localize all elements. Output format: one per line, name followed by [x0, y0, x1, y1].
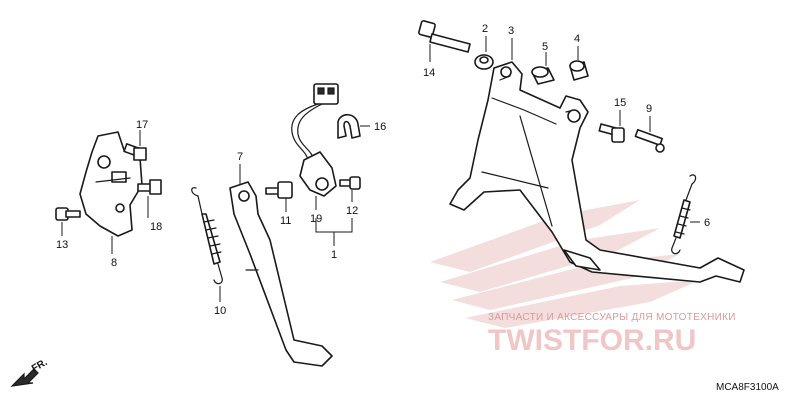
- label-10: 10: [214, 305, 226, 317]
- part-18-bolt: [137, 179, 162, 195]
- label-16: 16: [374, 121, 386, 133]
- label-11: 11: [280, 215, 291, 227]
- part-10-spring: [191, 187, 223, 285]
- part-3-main-stand: [449, 61, 745, 283]
- part-9-pin: [634, 128, 665, 153]
- part-13-bolt: [55, 207, 81, 221]
- label-17: 17: [136, 119, 148, 131]
- part-14-bolt: [418, 20, 471, 53]
- leader-lines: [61, 36, 700, 302]
- label-2: 2: [482, 23, 488, 35]
- label-15: 15: [614, 97, 626, 109]
- part-19-switch-assembly: [291, 83, 339, 197]
- part-5-bushing: [531, 66, 555, 85]
- label-8: 8: [111, 257, 117, 269]
- part-15-bolt: [598, 123, 625, 143]
- watermark-logo: TWISTFOR.RU: [488, 324, 696, 357]
- part-8-bracket: [79, 131, 143, 237]
- label-13: 13: [56, 239, 68, 251]
- part-17-bolt: [123, 143, 147, 161]
- front-direction-arrow: FR.: [10, 357, 50, 387]
- label-14: 14: [423, 67, 435, 79]
- label-1: 1: [331, 249, 337, 261]
- label-19: 19: [310, 213, 322, 225]
- label-6: 6: [704, 217, 710, 229]
- direction-label: FR.: [30, 357, 50, 375]
- part-6-spring: [671, 174, 697, 255]
- part-16-clamp: [337, 113, 361, 139]
- label-18: 18: [150, 221, 162, 233]
- label-12: 12: [346, 205, 358, 217]
- watermark-tagline: ЗАПЧАСТИ И АКСЕССУАРЫ ДЛЯ МОТОТЕХНИКИ: [488, 312, 736, 323]
- label-9: 9: [646, 103, 652, 115]
- part-12-bolt: [339, 176, 361, 190]
- drawing-code: MCA8F3100A: [716, 382, 779, 393]
- label-4: 4: [574, 33, 580, 45]
- part-11-bolt: [265, 181, 293, 199]
- part-2-collar: [474, 54, 494, 70]
- part-4-bushing: [569, 60, 589, 81]
- part-7-side-stand: [229, 181, 333, 367]
- label-7: 7: [237, 151, 243, 163]
- label-5: 5: [542, 41, 548, 53]
- label-3: 3: [508, 25, 514, 37]
